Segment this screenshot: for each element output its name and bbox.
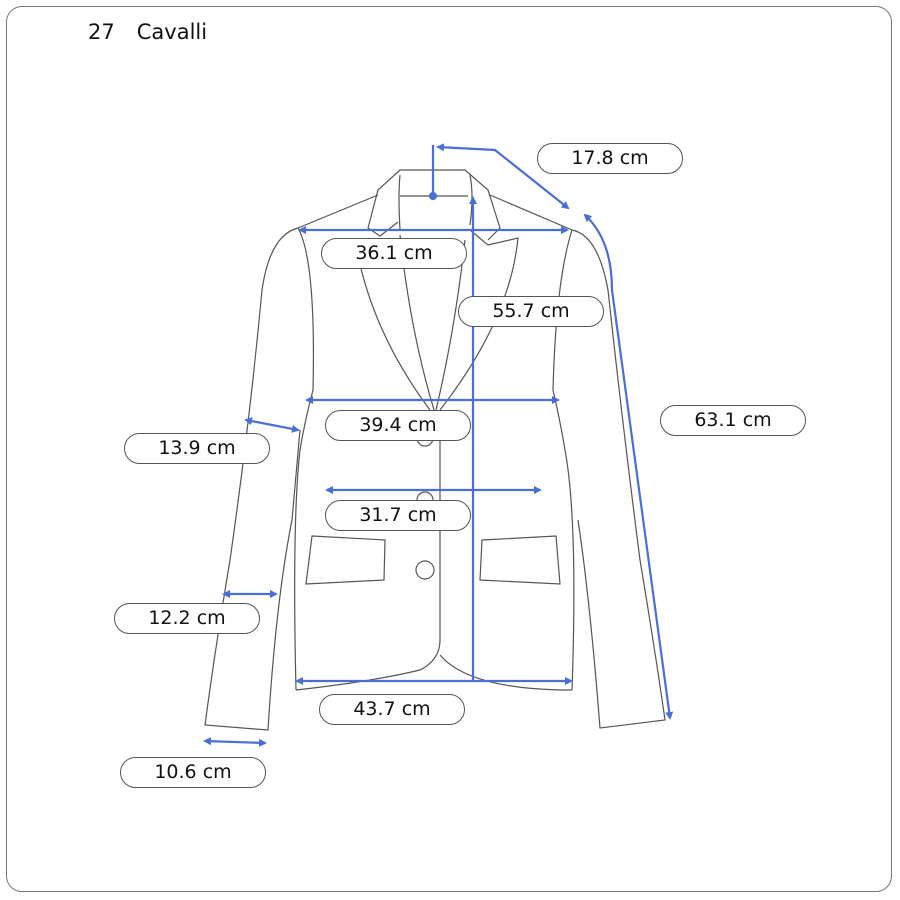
item-title: 27 Cavalli xyxy=(88,20,229,44)
chest-width-label: 39.4 cm xyxy=(325,410,471,441)
item-brand: Cavalli xyxy=(136,20,208,44)
upper-arm-label: 13.9 cm xyxy=(124,433,270,464)
body-length-label: 55.7 cm xyxy=(458,296,604,327)
upper-arm-arrow xyxy=(244,417,300,433)
cuff-width-label: 10.6 cm xyxy=(120,757,266,788)
waist-width-label: 31.7 cm xyxy=(325,500,471,531)
sleeve-length-label: 63.1 cm xyxy=(660,405,806,436)
measure-lines xyxy=(203,143,674,747)
forearm-width-label: 12.2 cm xyxy=(114,603,260,634)
collar-shoulder-label: 17.8 cm xyxy=(537,143,683,174)
cuff-arrow xyxy=(203,737,267,747)
diagram-frame xyxy=(6,6,892,892)
item-number: 27 xyxy=(88,20,115,44)
collar-shoulder-arrow xyxy=(436,143,570,210)
hem-width-label: 43.7 cm xyxy=(319,694,465,725)
sleeve-arrow xyxy=(583,213,674,720)
shoulder-width-label: 36.1 cm xyxy=(321,238,467,269)
